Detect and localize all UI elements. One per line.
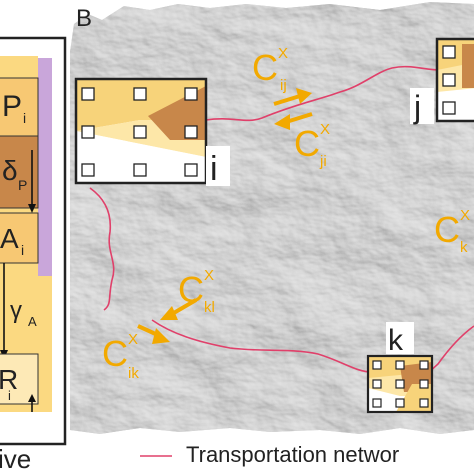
flow-kl-x: X	[204, 267, 214, 284]
flow-ij-c: C	[252, 47, 278, 88]
node-k-inset: k	[366, 322, 434, 414]
node-i-cell	[184, 125, 198, 139]
node-j-letter-bg	[410, 88, 434, 124]
node-i-cell	[184, 163, 198, 177]
node-i-cell	[81, 163, 95, 177]
flow-ij-sub: ij	[280, 77, 287, 94]
delta-sub-label: P	[18, 177, 27, 193]
node-i-cell	[81, 87, 95, 101]
node-k-cell	[372, 360, 382, 370]
node-i-label: i	[210, 150, 218, 188]
node-j-brown-region	[462, 44, 474, 88]
arrow-kl-head	[160, 306, 178, 320]
node-i-cell	[81, 125, 95, 139]
legend-transport-label: Transportation networ	[186, 442, 399, 467]
arrow-ji-head	[274, 114, 290, 130]
flow-kl-c: C	[178, 269, 204, 310]
node-i-cell	[133, 125, 147, 139]
flow-label-ik: C X ik	[102, 331, 139, 382]
road-i-south	[89, 187, 115, 311]
r-box	[0, 353, 39, 405]
road-i-j	[205, 65, 441, 122]
road-kl-k	[151, 319, 373, 373]
node-i-cell	[133, 87, 147, 101]
node-k-cell	[419, 360, 429, 370]
delta-arrowhead	[28, 204, 36, 213]
a-box	[0, 212, 39, 264]
p-label: P	[2, 90, 22, 123]
node-j-frame	[435, 37, 474, 123]
arrow-ij	[273, 94, 301, 106]
p-sub-label: i	[23, 110, 26, 126]
flow-ij-x: X	[278, 45, 288, 62]
arrow-kl	[170, 298, 198, 316]
node-i-cell	[133, 163, 147, 177]
flow-arrows	[137, 88, 313, 344]
node-j-cell	[442, 45, 456, 59]
flow-ji-x: X	[320, 121, 330, 138]
flow-ji-c: C	[294, 123, 320, 164]
a-sub-label: i	[21, 242, 24, 258]
node-j-cell	[442, 73, 456, 87]
panel-letter: B	[76, 5, 92, 32]
a-label: A	[0, 223, 19, 254]
node-k-frame	[366, 354, 434, 414]
node-k-label: k	[388, 324, 404, 357]
arrow-ik-head	[152, 328, 170, 344]
node-k-cell	[419, 379, 429, 389]
r-label: R	[0, 364, 18, 395]
node-j-label: j	[413, 89, 421, 125]
node-k-letter-bg	[386, 322, 414, 354]
node-k-cell	[395, 360, 405, 370]
node-i-letter-bg	[206, 146, 230, 186]
flow-label-ji: C X ji	[294, 121, 330, 170]
flow-ik-x: X	[128, 331, 138, 348]
flow-ik-c: C	[102, 333, 128, 374]
flow-k-sub: k	[460, 239, 468, 256]
node-k-cell	[372, 398, 382, 408]
flow-ik-sub: ik	[128, 365, 139, 382]
flow-kl-sub: kl	[204, 299, 215, 316]
flow-k-x: X	[460, 207, 470, 224]
node-j-inset: j	[410, 37, 474, 125]
node-i-white-region	[76, 131, 206, 183]
node-k-cell	[372, 379, 382, 389]
arrow-ij-head	[296, 88, 312, 104]
left-panel-purple-band	[38, 58, 52, 276]
left-panel-footer-text: ive	[0, 444, 31, 474]
flow-label-ij: C X ij	[252, 45, 288, 94]
flow-label-kl: C X kl	[178, 267, 215, 316]
arrow-ji	[285, 112, 313, 124]
r-in-arrowhead	[28, 394, 36, 402]
left-panel-yellow-band-lower	[38, 276, 52, 412]
node-k-cell	[395, 379, 405, 389]
node-i-cell	[184, 87, 198, 101]
p-box	[0, 77, 39, 137]
gamma-label: γ	[10, 297, 22, 324]
left-flow-panel: P i δ P A i γ A R i ive	[0, 36, 67, 474]
gamma-sub-label: A	[28, 314, 37, 329]
delta-label: δ	[2, 155, 18, 186]
flow-ji-sub: ji	[319, 153, 327, 170]
node-i-inset: i	[74, 77, 230, 188]
node-k-cell	[395, 398, 405, 408]
r-sub-label: i	[8, 388, 11, 403]
node-i-frame	[74, 77, 208, 185]
node-k-cell	[419, 398, 429, 408]
flow-k-c: C	[434, 209, 460, 250]
node-j-cell	[442, 101, 456, 115]
legend: Transportation networ	[140, 442, 399, 467]
flow-label-k-partial: C X k	[434, 207, 470, 256]
